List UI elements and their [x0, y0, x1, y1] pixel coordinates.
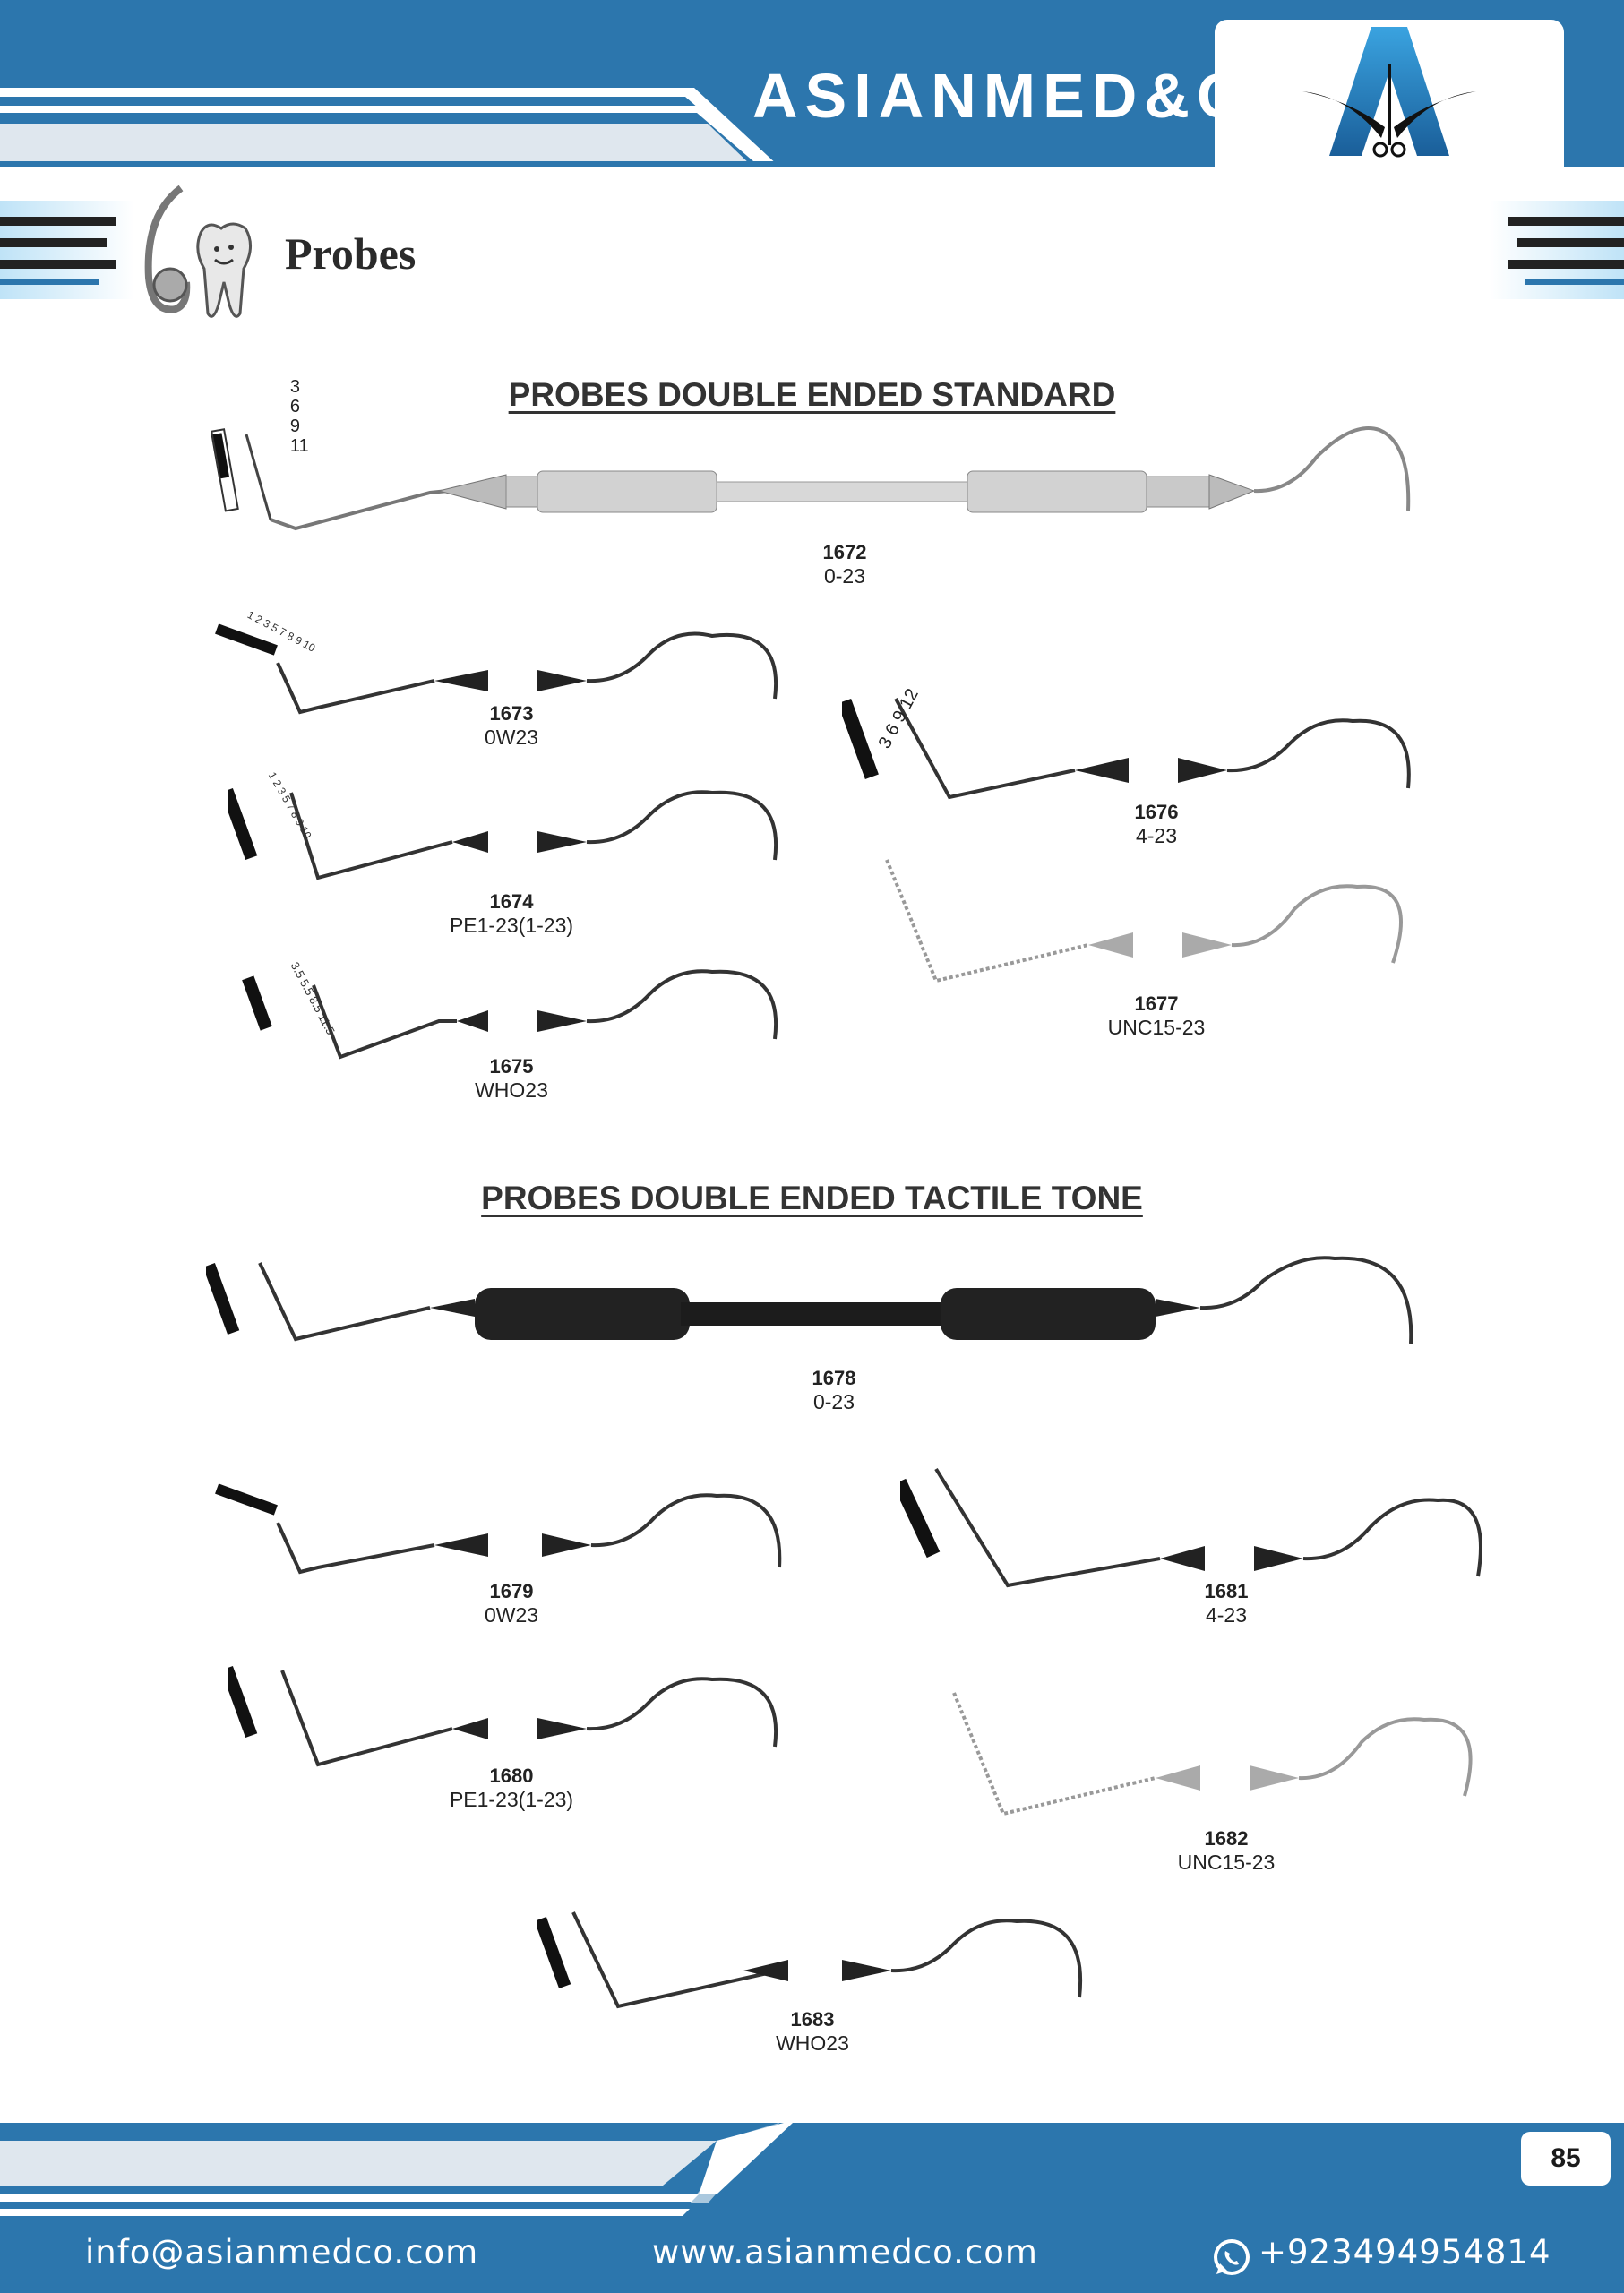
probe-1676-image	[842, 698, 1411, 800]
footer-website[interactable]: www.asianmedco.com	[652, 2233, 1038, 2272]
probe-1675-image	[242, 969, 778, 1060]
probe-1673-image	[215, 623, 778, 715]
footer-phone[interactable]: +923494954814	[1259, 2233, 1551, 2272]
probe-1678-image	[206, 1256, 1413, 1344]
section-title: Probes	[285, 228, 417, 279]
product-1676: 1676 4-23	[1040, 801, 1273, 847]
probe-1674-image	[228, 788, 778, 880]
section-header-decoration	[0, 201, 1624, 299]
whatsapp-icon	[1214, 2239, 1250, 2275]
product-code: 1680	[489, 1765, 534, 1787]
product-1673: 1673 0W23	[395, 702, 628, 749]
product-code: 1677	[1134, 992, 1179, 1015]
probe-1672-image	[211, 426, 1411, 531]
product-code: 1675	[489, 1055, 534, 1078]
product-code: 1673	[489, 702, 534, 725]
product-model: WHO23	[776, 2031, 849, 2055]
product-model: UNC15-23	[1107, 1016, 1206, 1039]
product-model: 0-23	[812, 1390, 855, 1413]
probe-1682-image	[952, 1692, 1473, 1816]
product-code: 1678	[812, 1367, 856, 1389]
probe-1677-image	[885, 859, 1403, 983]
logo-icon	[1302, 27, 1476, 158]
product-model: 4-23	[1205, 1603, 1248, 1627]
product-model: WHO23	[475, 1078, 548, 1102]
probe-1680-image	[228, 1666, 778, 1767]
product-model: 0W23	[484, 1603, 539, 1627]
product-code: 1674	[489, 890, 534, 913]
product-model: PE1-23(1-23)	[449, 914, 574, 937]
probe-1683-image	[537, 1911, 1083, 2009]
product-1677: 1677 UNC15-23	[1040, 992, 1273, 1039]
heading-tactile: PROBES DOUBLE ENDED TACTILE TONE	[481, 1180, 1143, 1216]
product-1678: 1678 0-23	[717, 1367, 950, 1413]
product-model: 0-23	[823, 564, 866, 588]
product-1675: 1675 WHO23	[395, 1055, 628, 1102]
heading-standard: PROBES DOUBLE ENDED STANDARD	[508, 376, 1116, 413]
product-model: PE1-23(1-23)	[449, 1788, 574, 1811]
product-model: UNC15-23	[1177, 1851, 1276, 1874]
logo-panel	[1215, 20, 1564, 167]
footer-email[interactable]: info@asianmedco.com	[85, 2233, 479, 2272]
product-code: 1682	[1204, 1827, 1249, 1850]
product-code: 1683	[790, 2008, 835, 2031]
product-code: 1679	[489, 1580, 534, 1602]
product-1674: 1674 PE1-23(1-23)	[395, 890, 628, 937]
brand-name: ASIANMED&CO	[752, 61, 1305, 131]
product-1681: 1681 4-23	[1110, 1580, 1343, 1627]
product-model: 4-23	[1135, 824, 1178, 847]
product-1683: 1683 WHO23	[696, 2008, 929, 2055]
probe-1679-image	[215, 1483, 782, 1575]
product-code: 1681	[1204, 1580, 1249, 1602]
product-code: 1676	[1134, 801, 1179, 823]
product-code: 1672	[822, 541, 867, 563]
footer-banner	[0, 2123, 1624, 2293]
probe-1681-image	[900, 1467, 1482, 1588]
product-1682: 1682 UNC15-23	[1110, 1827, 1343, 1874]
tooth-probe-icon	[144, 185, 252, 318]
product-1679: 1679 0W23	[395, 1580, 628, 1627]
page-number: 85	[1521, 2132, 1611, 2186]
product-model: 0W23	[484, 726, 539, 749]
product-1680: 1680 PE1-23(1-23)	[395, 1765, 628, 1811]
product-1672: 1672 0-23	[728, 541, 961, 588]
